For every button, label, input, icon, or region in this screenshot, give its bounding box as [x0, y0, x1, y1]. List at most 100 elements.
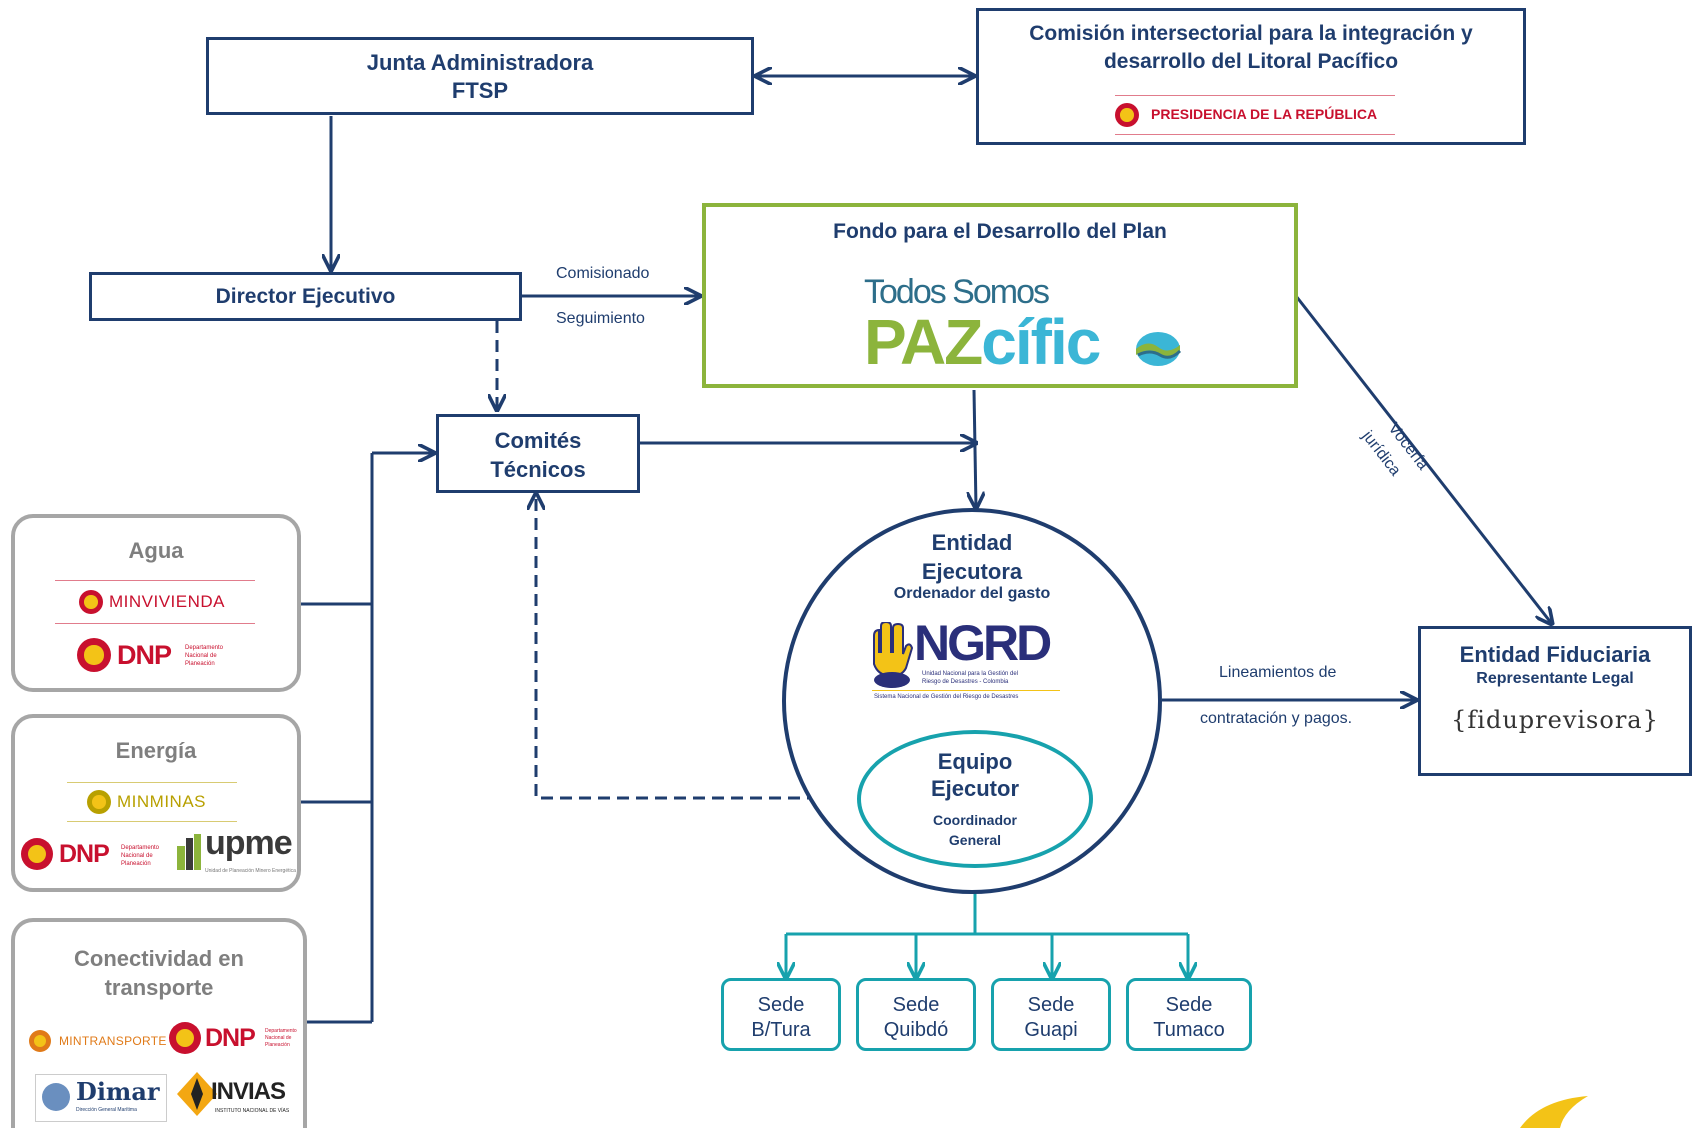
todos-somos-pazcifico-logo: Todos Somos PAZcífic — [864, 273, 1194, 378]
agua-title: Agua — [128, 538, 184, 563]
dimar-text: Dimar — [76, 1077, 160, 1106]
wave-globe-icon — [1136, 332, 1182, 366]
dnp-sub: Departamento Nacional de Planeación — [265, 1028, 297, 1048]
upme-icon — [177, 834, 201, 870]
dnp-text: DNP — [205, 1024, 256, 1052]
comision-title-line2: desarrollo del Litoral Pacífico — [1103, 50, 1399, 73]
colombia-seal-icon — [21, 838, 53, 870]
dimar-sub: Dirección General Marítima — [76, 1107, 137, 1113]
director-ejecutivo-box: Director Ejecutivo — [89, 272, 522, 321]
upme-sub: Unidad de Planeación Minero Energética — [205, 868, 296, 874]
colombia-seal-icon — [87, 790, 111, 814]
equipo-sub1: Coordinador — [933, 812, 1017, 828]
upme-text: upme — [205, 824, 293, 862]
arrow-fondo-fiduciaria — [1294, 295, 1552, 624]
dnp-sub: Departamento Nacional de Planeación — [121, 845, 160, 867]
dnp-sub: Departamento Nacional de Planeación — [185, 645, 224, 667]
presidencia-logo: PRESIDENCIA DE LA REPÚBLICA — [1115, 95, 1395, 135]
entidad-line1: Entidad — [931, 530, 1013, 555]
ngrd-sub2: Riesgo de Desastres - Colombia — [922, 679, 1009, 685]
ngrd-hand-icon — [873, 622, 914, 688]
equipo-line1: Equipo — [937, 749, 1013, 774]
dnp-text: DNP — [117, 640, 172, 670]
sede-guapi-line2: Guapi — [1024, 1019, 1078, 1041]
dnp-logo-conectividad: DNP Departamento Nacional de Planeación — [169, 1020, 309, 1060]
ngrd-logo: NGRD Unidad Nacional para la Gestión del… — [870, 615, 1062, 708]
arrow-equipo-comites — [536, 494, 857, 800]
dimar-logo: Dimar Dirección General Marítima — [35, 1074, 167, 1122]
fiduciaria-sub: Representante Legal — [1476, 670, 1634, 687]
logo-todos-somos: Todos Somos — [864, 273, 1050, 311]
invias-logo: INVIAS INSTITUTO NACIONAL DE VÍAS — [177, 1072, 303, 1120]
comites-tecnicos-box: Comités Técnicos — [436, 414, 640, 493]
sede-btura: Sede B/Tura — [721, 978, 841, 1051]
conectividad-title-line2: transporte — [104, 975, 214, 1000]
label-comisionado: Comisionado — [556, 265, 650, 282]
anchor-icon — [42, 1083, 70, 1111]
logo-cifico: cífic — [981, 306, 1101, 378]
conectividad-title-line1: Conectividad en — [74, 946, 244, 971]
entidad-line2: Ejecutora — [921, 559, 1023, 584]
junta-subtitle: FTSP — [451, 78, 509, 103]
label-seguimiento: Seguimiento — [556, 310, 645, 327]
sector-agua-box: Agua MINVIVIENDA DNP Departamento Nacion… — [11, 514, 301, 692]
dnp-text: DNP — [59, 840, 110, 868]
energia-title: Energía — [115, 738, 197, 763]
invias-icon — [177, 1072, 217, 1116]
logo-paz: PAZ — [864, 306, 983, 378]
minvivienda-text: MINVIVIENDA — [109, 592, 226, 611]
entidad-ejecutora-title: Entidad Ejecutora — [872, 528, 1072, 586]
colombia-seal-icon — [29, 1030, 51, 1052]
sede-guapi-line1: Sede — [1027, 994, 1075, 1016]
fondo-title: Fondo para el Desarrollo del Plan — [833, 220, 1167, 243]
comites-line2: Técnicos — [490, 457, 586, 482]
colombia-seal-icon — [169, 1022, 201, 1054]
comision-title-line1: Comisión intersectorial para la integrac… — [1029, 22, 1473, 45]
equipo-line2: Ejecutor — [930, 776, 1020, 801]
fiduciaria-title: Entidad Fiduciaria — [1459, 642, 1651, 667]
invias-text: INVIAS — [211, 1078, 286, 1105]
mintransporte-logo: MINTRANSPORTE — [23, 1022, 173, 1062]
upme-logo: upme Unidad de Planeación Minero Energét… — [177, 824, 297, 884]
ngrd-sub1: Unidad Nacional para la Gestión del — [922, 671, 1019, 677]
colombia-seal-icon — [1115, 103, 1139, 127]
fiduprevisora-logo: {fiduprevisora} — [1451, 706, 1659, 734]
sede-tumaco-line1: Sede — [1165, 994, 1213, 1016]
fondo-box: Fondo para el Desarrollo del Plan Todos … — [702, 203, 1298, 388]
director-label: Director Ejecutivo — [215, 285, 396, 308]
sede-btura-line2: B/Tura — [751, 1019, 811, 1041]
dnp-logo-agua: DNP Departamento Nacional de Planeación — [77, 636, 257, 676]
sede-quibdo: Sede Quibdó — [856, 978, 976, 1051]
entidad-fiduciaria-box: Entidad Fiduciaria Representante Legal {… — [1418, 626, 1692, 776]
decorative-swoosh — [1520, 1096, 1588, 1128]
sector-energia-box: Energía MINMINAS DNP Departamento Nacion… — [11, 714, 301, 892]
label-lineamientos-1: Lineamientos de — [1219, 664, 1337, 681]
sede-guapi: Sede Guapi — [991, 978, 1111, 1051]
presidencia-text: PRESIDENCIA DE LA REPÚBLICA — [1151, 106, 1378, 122]
colombia-seal-icon — [79, 590, 103, 614]
ngrd-sub3: Sistema Nacional de Gestión del Riesgo d… — [874, 694, 1019, 700]
sector-conectividad-box: Conectividad en transporte MINTRANSPORTE… — [11, 918, 307, 1128]
comision-box: Comisión intersectorial para la integrac… — [976, 8, 1526, 145]
minminas-logo: MINMINAS — [67, 782, 237, 822]
sede-btura-line1: Sede — [757, 994, 805, 1016]
equipo-ejecutor-ellipse: Equipo Ejecutor Coordinador General — [857, 730, 1093, 868]
minvivienda-logo: MINVIVIENDA — [55, 580, 255, 624]
invias-sub: INSTITUTO NACIONAL DE VÍAS — [215, 1108, 290, 1114]
colombia-seal-icon — [77, 638, 111, 672]
comites-line1: Comités — [494, 428, 582, 453]
label-lineamientos-2: contratación y pagos. — [1200, 710, 1353, 727]
equipo-sub2: General — [948, 832, 1002, 848]
minminas-text: MINMINAS — [117, 792, 206, 811]
ngrd-text: NGRD — [914, 615, 1052, 671]
sede-tumaco: Sede Tumaco — [1126, 978, 1252, 1051]
entidad-subtitle: Ordenador del gasto — [893, 585, 1051, 602]
junta-title: Junta Administradora — [366, 50, 594, 75]
sede-quibdo-line2: Quibdó — [883, 1019, 949, 1041]
dnp-logo-energia: DNP Departamento Nacional de Planeación — [21, 836, 181, 876]
sede-quibdo-line1: Sede — [892, 994, 940, 1016]
sede-tumaco-line2: Tumaco — [1153, 1019, 1225, 1041]
arrow-fondo-entidad — [974, 389, 976, 508]
mintransporte-text: MINTRANSPORTE — [59, 1034, 167, 1048]
